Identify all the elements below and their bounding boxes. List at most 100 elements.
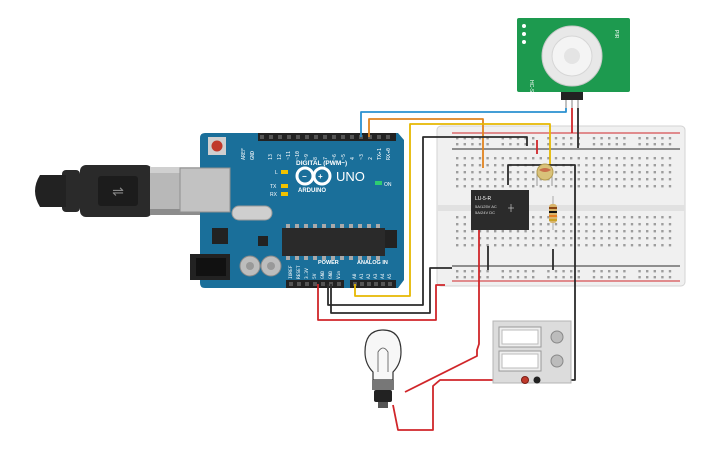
breadboard-hole[interactable] (668, 237, 672, 240)
breadboard-hole[interactable] (456, 185, 459, 188)
breadboard-hole[interactable] (615, 157, 618, 160)
breadboard-hole[interactable] (615, 185, 618, 188)
breadboard-hole[interactable] (478, 244, 482, 247)
resistor[interactable] (549, 196, 557, 230)
breadboard-hole[interactable] (661, 276, 664, 279)
breadboard-hole[interactable] (501, 276, 504, 279)
breadboard-hole[interactable] (585, 178, 588, 181)
breadboard-hole[interactable] (577, 230, 580, 233)
breadboard-hole[interactable] (592, 178, 596, 181)
breadboard-hole[interactable] (653, 216, 656, 219)
breadboard-hole[interactable] (592, 223, 596, 226)
breadboard-hole[interactable] (577, 178, 580, 181)
breadboard-hole[interactable] (608, 216, 611, 219)
breadboard-hole[interactable] (494, 157, 497, 160)
breadboard-hole[interactable] (509, 143, 512, 146)
breadboard-hole[interactable] (570, 244, 573, 247)
breadboard-hole[interactable] (554, 171, 558, 174)
breadboard-hole[interactable] (501, 185, 504, 188)
breadboard-hole[interactable] (585, 171, 588, 174)
breadboard-hole[interactable] (668, 230, 672, 233)
breadboard-hole[interactable] (623, 157, 626, 160)
breadboard-hole[interactable] (661, 223, 664, 226)
breadboard-hole[interactable] (668, 178, 672, 181)
breadboard-hole[interactable] (501, 230, 504, 233)
breadboard-hole[interactable] (615, 230, 618, 233)
breadboard-hole[interactable] (577, 237, 580, 240)
breadboard-hole[interactable] (577, 223, 580, 226)
breadboard-hole[interactable] (547, 157, 550, 160)
breadboard-hole[interactable] (486, 270, 489, 273)
breadboard-hole[interactable] (653, 185, 656, 188)
breadboard-hole[interactable] (494, 171, 497, 174)
breadboard-hole[interactable] (600, 164, 603, 167)
breadboard-hole[interactable] (516, 270, 520, 273)
breadboard-hole[interactable] (638, 178, 641, 181)
breadboard-hole[interactable] (463, 137, 466, 140)
wire-red[interactable] (392, 379, 525, 431)
breadboard-hole[interactable] (532, 171, 535, 174)
breadboard-hole[interactable] (585, 185, 588, 188)
breadboard-hole[interactable] (615, 270, 618, 273)
breadboard-hole[interactable] (646, 157, 649, 160)
breadboard-hole[interactable] (623, 185, 626, 188)
breadboard-hole[interactable] (592, 185, 596, 188)
breadboard-hole[interactable] (600, 137, 603, 140)
breadboard-hole[interactable] (638, 244, 641, 247)
breadboard-hole[interactable] (623, 244, 626, 247)
breadboard-hole[interactable] (570, 185, 573, 188)
breadboard-hole[interactable] (471, 237, 474, 240)
breadboard-hole[interactable] (547, 237, 550, 240)
breadboard-hole[interactable] (661, 137, 664, 140)
breadboard-hole[interactable] (570, 223, 573, 226)
breadboard-hole[interactable] (562, 137, 565, 140)
breadboard-hole[interactable] (471, 230, 474, 233)
breadboard-hole[interactable] (608, 137, 611, 140)
wire-blue[interactable] (360, 108, 567, 137)
breadboard-hole[interactable] (623, 230, 626, 233)
breadboard-hole[interactable] (570, 276, 573, 279)
breadboard-hole[interactable] (494, 237, 497, 240)
breadboard-hole[interactable] (562, 171, 565, 174)
breadboard-hole[interactable] (668, 164, 672, 167)
breadboard-hole[interactable] (608, 244, 611, 247)
breadboard-hole[interactable] (615, 223, 618, 226)
breadboard-hole[interactable] (562, 157, 565, 160)
breadboard-hole[interactable] (547, 223, 550, 226)
breadboard-hole[interactable] (661, 237, 664, 240)
breadboard-hole[interactable] (524, 237, 527, 240)
breadboard-hole[interactable] (585, 230, 588, 233)
wire-orange[interactable] (368, 118, 484, 168)
breadboard-hole[interactable] (516, 157, 520, 160)
breadboard-hole[interactable] (638, 185, 641, 188)
breadboard-hole[interactable] (661, 216, 664, 219)
breadboard-hole[interactable] (600, 185, 603, 188)
breadboard-hole[interactable] (668, 216, 672, 219)
breadboard-hole[interactable] (539, 244, 542, 247)
breadboard-hole[interactable] (524, 276, 527, 279)
breadboard-hole[interactable] (532, 223, 535, 226)
breadboard-hole[interactable] (532, 178, 535, 181)
breadboard-hole[interactable] (547, 244, 550, 247)
breadboard-hole[interactable] (471, 157, 474, 160)
breadboard-hole[interactable] (668, 137, 672, 140)
breadboard-hole[interactable] (585, 244, 588, 247)
breadboard-hole[interactable] (501, 143, 504, 146)
breadboard-hole[interactable] (608, 171, 611, 174)
breadboard-hole[interactable] (554, 270, 558, 273)
breadboard-hole[interactable] (585, 216, 588, 219)
breadboard-hole[interactable] (471, 185, 474, 188)
reset-button-icon[interactable] (208, 137, 226, 155)
breadboard-hole[interactable] (638, 164, 641, 167)
breadboard-hole[interactable] (471, 164, 474, 167)
breadboard-hole[interactable] (577, 185, 580, 188)
breadboard-hole[interactable] (577, 171, 580, 174)
breadboard-hole[interactable] (562, 216, 565, 219)
breadboard-hole[interactable] (463, 143, 466, 146)
breadboard-hole[interactable] (532, 230, 535, 233)
breadboard-hole[interactable] (562, 223, 565, 226)
breadboard-hole[interactable] (585, 237, 588, 240)
breadboard-hole[interactable] (456, 157, 459, 160)
breadboard-hole[interactable] (668, 223, 672, 226)
breadboard-hole[interactable] (486, 137, 489, 140)
